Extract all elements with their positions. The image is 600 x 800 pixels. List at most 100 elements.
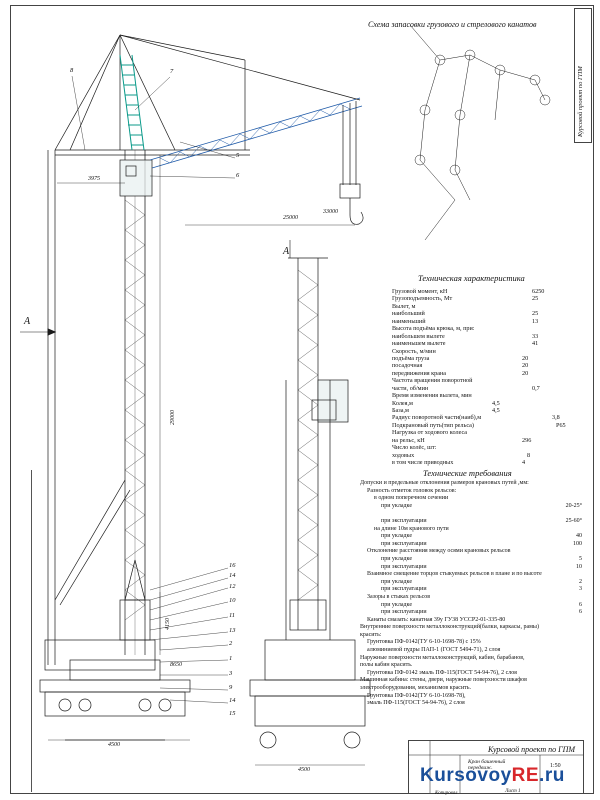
spec-label: на рельс, кН [392,436,425,444]
title-block-sheet: Лист 1 [505,789,521,794]
spec-value: 20 [522,354,529,362]
spec-label: Вылет, м [392,302,416,310]
requirement-row: полы кабин красить. [360,662,582,670]
callout-7: 7 [170,68,174,75]
callout-13: 13 [229,627,236,634]
spec-value: 33 [532,332,539,340]
requirement-row: Грунтовка ПФ-0142(ТУ 6-10-1698-78) с 15% [360,639,582,647]
requirement-label: Взаимное смещение торцов стыкуемых рельс… [367,571,542,578]
callout-9: 9 [229,684,233,691]
view-mark-a-right: А [283,246,290,257]
callout-15: 15 [229,710,236,717]
specs-title: Техническая характеристика [418,273,525,283]
spec-label: наибольшем вылете [392,332,445,340]
spec-label: наибольший [392,310,425,318]
requirement-row: Взаимное смещение торцов стыкуемых рельс… [360,571,582,579]
dimension-29000: 29000 [170,410,176,425]
left-jib [149,97,363,169]
spec-row: Число колёс, шт: [392,444,572,451]
dimension-3975: 3975 [88,176,100,182]
requirement-row: Зазоры в стыках рельсов [360,594,582,602]
requirement-row: на длине 10м кранового пути [360,526,582,534]
title-block-main: Курсовой проект по ГПМ [488,745,576,754]
title-block-copy: Копировал [435,791,458,796]
requirement-label: полы кабин красить. [360,662,413,669]
watermark-right: RE [511,765,540,786]
watermark-left: Kursovoy [420,765,512,786]
requirement-row: Машинная кабина: стены, двери, наружные … [360,677,582,685]
callout-16: 16 [229,562,236,569]
spec-row: Нагрузка от ходового колеса [392,429,572,436]
requirement-label: Канаты смазать: канатная 39у ГУ38 УССР2-… [367,616,506,623]
callout-14b: 14 [229,697,236,704]
requirement-label: при эксплуатации [381,517,427,524]
callout-5: 5 [236,152,240,159]
requirement-label: Отклонение расстояния между осями кранов… [367,548,511,555]
callout-2: 2 [229,640,233,647]
spec-label: Скорость, м/мин [392,347,436,355]
spec-label: наименьшем вылете [392,340,446,348]
requirement-label: на длине 10м кранового пути [374,525,449,532]
requirement-label: алюминиевой пудры ПАП-1 (ГОСТ 5494-71), … [367,647,501,654]
spec-label: ходовых [392,451,415,459]
site-watermark-logo: KursovoyRE.ru [420,765,598,795]
spec-value: 25 [532,310,539,318]
left-ladder [119,54,145,151]
dimension-25000: 25000 [283,215,298,221]
project-side-label-text: Курсовой проект по ГПМ [577,66,584,137]
spec-value: 4,5 [492,399,500,407]
right-tower-mast [297,258,319,630]
spec-label: Подкрановый путь(тип рельса) [392,421,474,429]
spec-label: наименьший [392,317,426,325]
spec-row: посадочная 20 [392,362,572,369]
spec-value: 4 [522,459,526,467]
requirement-value: 25-60° [565,517,582,524]
requirement-row: в одном поперечном сечении [360,495,582,503]
requirement-label: Наружные поверхности металлоконструкций,… [360,654,525,661]
requirement-row: Отклонение расстояния между осями кранов… [360,548,582,556]
requirement-row: Грунтовка ПФ-0142(ТУ 6-10-1698-78), [360,693,582,701]
requirement-label: при укладке [381,601,412,608]
requirement-row: Разность отметок головок рельсов: [360,488,582,496]
requirement-label: при укладке [381,533,412,540]
spec-value: 25 [532,295,539,303]
requirement-row [360,510,582,518]
spec-value: 3,8 [552,414,560,422]
requirement-label: при эксплуатации [381,540,427,547]
spec-label: Частота вращения поворотной [392,377,473,385]
callout-leaders [71,75,236,704]
requirement-row: алюминиевой пудры ПАП-1 (ГОСТ 5494-71), … [360,647,582,655]
requirement-label: эмаль ПФ-115(ГОСТ 54-94-76), 2 слоя [367,700,465,707]
requirement-value: 6 [579,609,582,616]
dimension-33000: 33000 [323,209,338,215]
spec-value: 20 [522,362,529,370]
spec-label: Нагрузка от ходового колеса [392,429,468,437]
spec-row: Высота подъёма крюка, м, при: [392,325,572,332]
spec-label: Высота подъёма крюка, м, при: [392,325,475,333]
spec-row: Частота вращения поворотной [392,377,572,384]
requirement-label: Грунтовка ПФ-0142(ТУ 6-10-1698-78), [367,692,466,699]
dimension-4500-right: 4500 [298,767,310,773]
requirement-row: при эксплуатации 25-60° [360,518,582,526]
spec-value: 6250 [532,288,545,295]
spec-value: 4,5 [492,407,500,414]
reeving-scheme [409,24,551,241]
requirement-label: Допуски и предельные отклонения размеров… [360,480,529,486]
requirements-title: Технические требования [423,468,512,478]
spec-row: наибольший 25 [392,310,572,317]
spec-label: посадочная [392,362,423,370]
spec-row: Подкрановый путь(тип рельса)Р65 [392,422,572,429]
requirement-label: при эксплуатации [381,586,427,593]
